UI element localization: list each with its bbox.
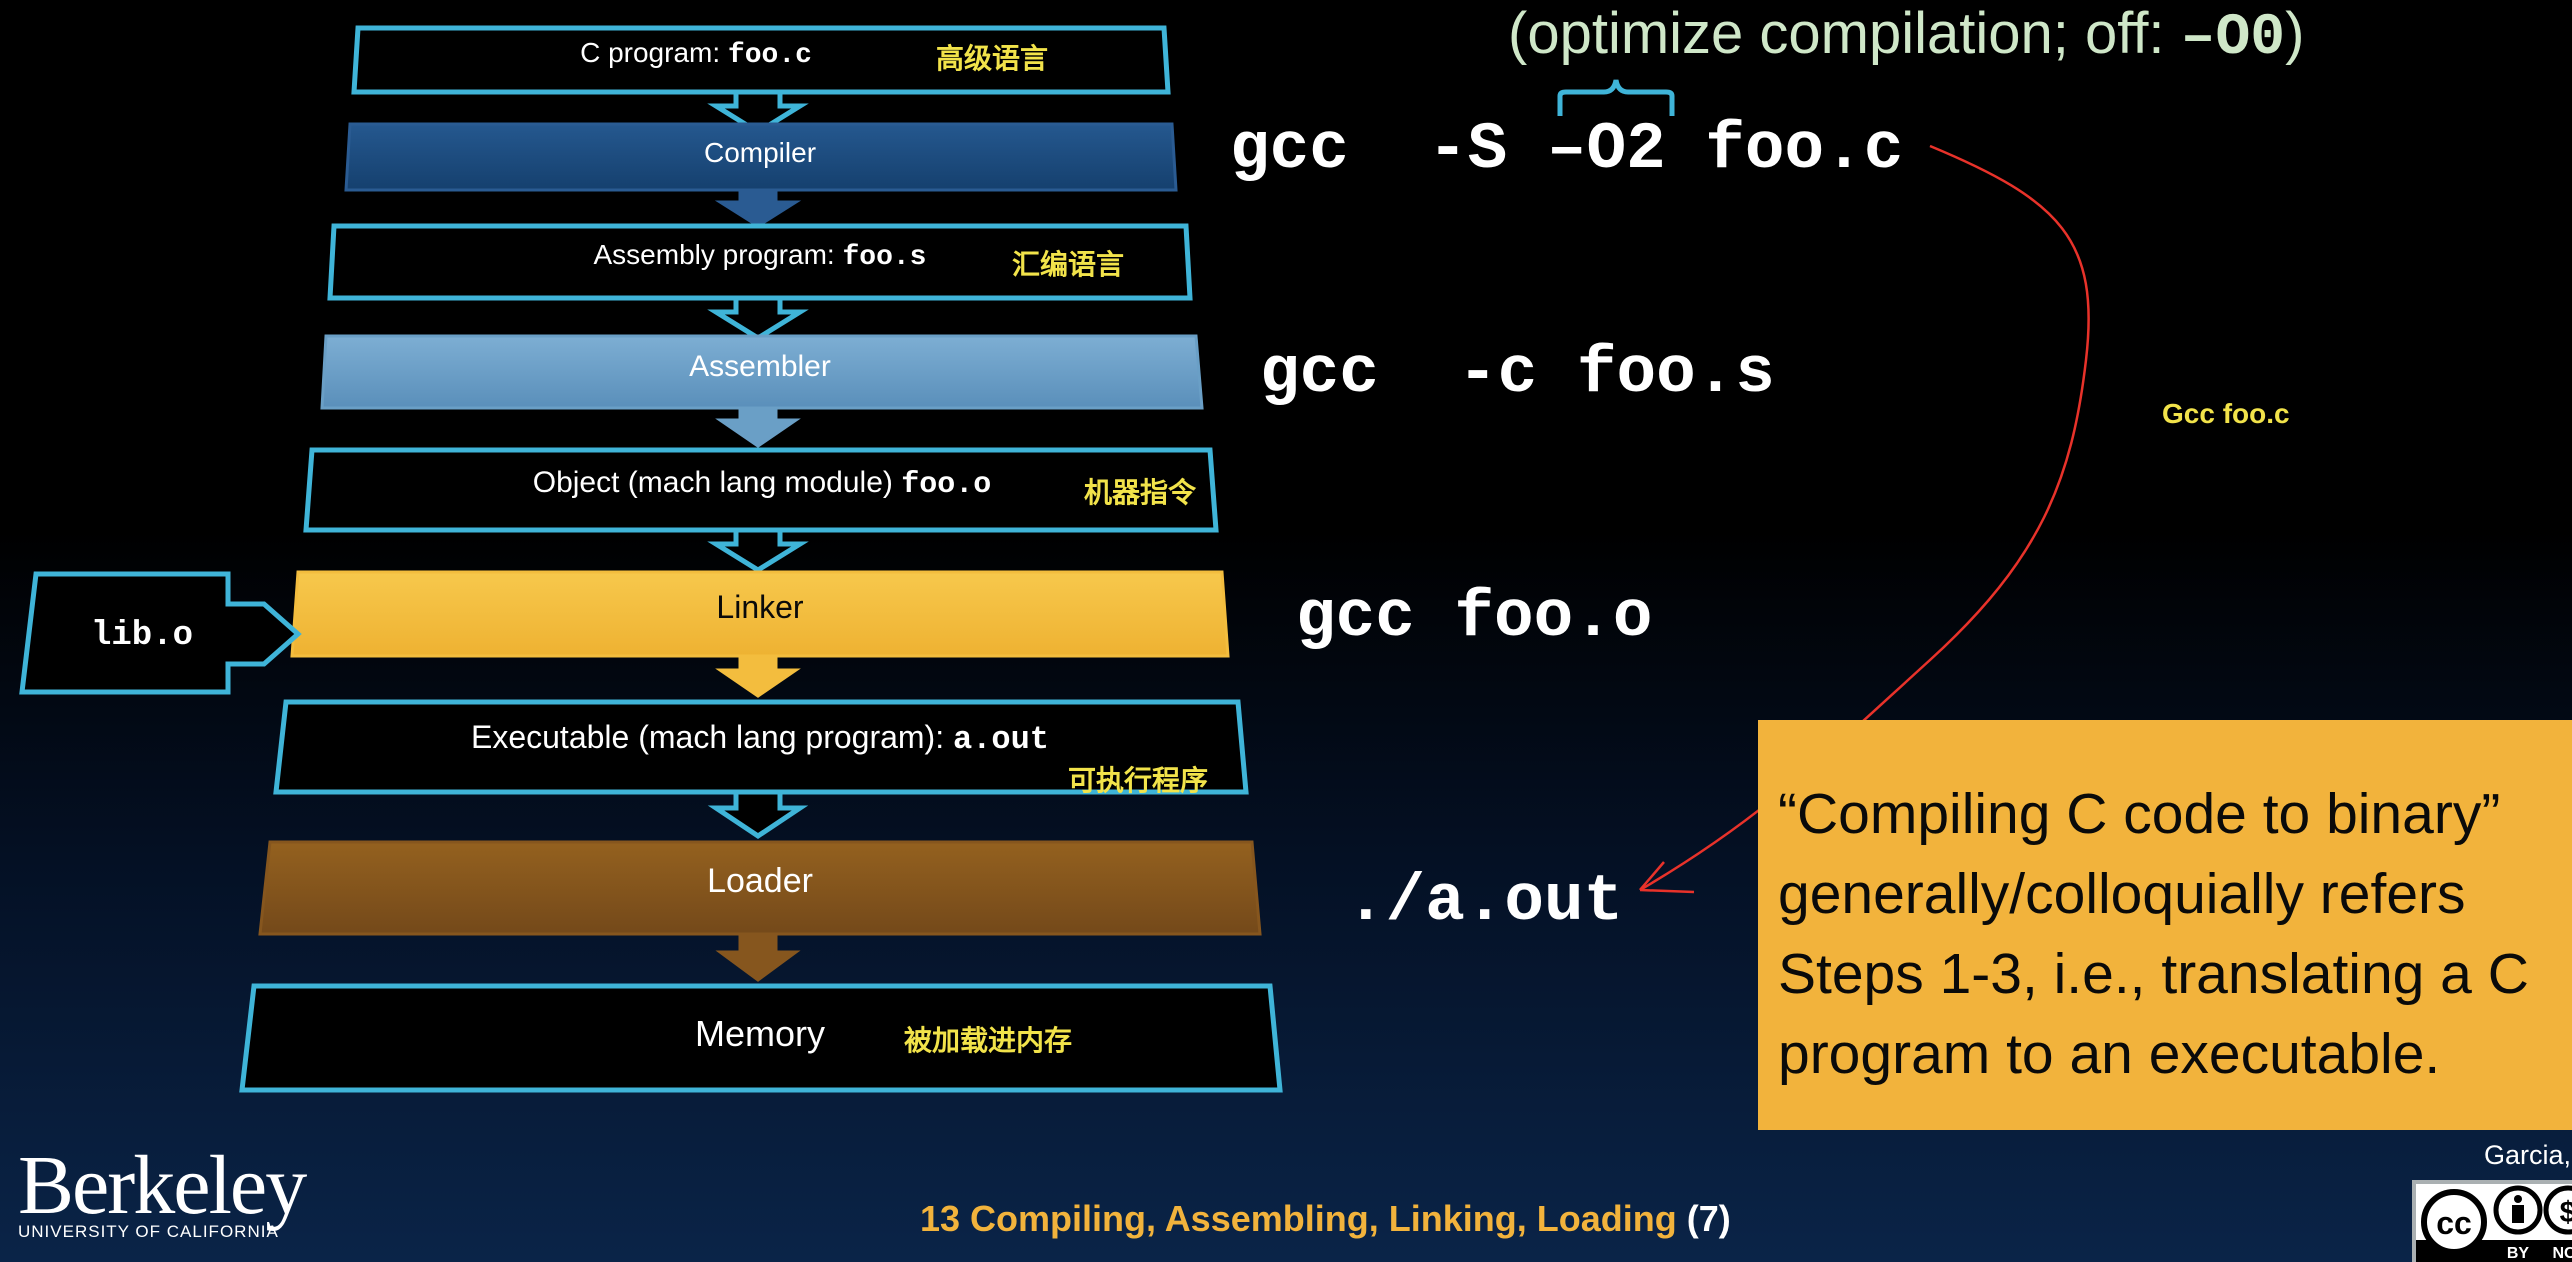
- c-program-note: 高级语言: [936, 43, 1048, 74]
- down-arrow: [707, 295, 809, 341]
- cc-license-badge: cc $ BY NC: [2412, 1180, 2572, 1262]
- red-arrowhead: [1639, 861, 1695, 894]
- object-note: 机器指令: [1084, 476, 1197, 508]
- library-label: lib.o: [91, 617, 193, 655]
- author-name: Garcia,: [2484, 1140, 2572, 1170]
- down-arrow: [715, 932, 801, 982]
- executable-box: [273, 699, 1249, 795]
- cc-icon: [2421, 1189, 2487, 1255]
- optimize-bracket: [1557, 79, 1675, 116]
- assembler-box: [320, 334, 1204, 410]
- callout-line: “Compiling C code to binary”: [1778, 782, 2501, 846]
- loader-label: Loader: [707, 862, 813, 900]
- svg-text:$: $: [2560, 1196, 2572, 1229]
- c-program-label: C program: foo.c: [580, 37, 812, 71]
- down-arrow: [715, 652, 801, 698]
- cc-by-label: BY: [2507, 1245, 2530, 1262]
- run-command: ./a.out: [1346, 864, 1624, 939]
- compiler-box: [344, 122, 1178, 192]
- optimize-note: (optimize compilation; off: –O0): [1508, 1, 2305, 71]
- down-arrow: [715, 404, 801, 448]
- memory-box: [239, 983, 1283, 1093]
- cc-nc-label: NC: [2552, 1245, 2572, 1262]
- executable-label: Executable (mach lang program): a.out: [471, 719, 1049, 758]
- assembly-program-note: 汇编语言: [1012, 248, 1124, 280]
- memory-label: Memory: [695, 1013, 825, 1054]
- assembler-label: Assembler: [689, 350, 831, 383]
- loader-box: [258, 840, 1262, 936]
- callout-line: generally/colloquially refers: [1778, 862, 2466, 926]
- berkeley-wordmark: Berkeley: [18, 1139, 307, 1232]
- berkeley-subtitle: UNIVERSITY OF CALIFORNIA: [18, 1222, 279, 1241]
- memory-note: 被加载进内存: [904, 1024, 1072, 1056]
- object-label: Object (mach lang module) foo.o: [533, 466, 992, 502]
- link-command: gcc foo.o: [1296, 580, 1653, 655]
- gcc-annotation: Gcc foo.c: [2162, 398, 2290, 429]
- linker-label: Linker: [716, 589, 804, 625]
- c-program-box: [351, 25, 1171, 95]
- object-box: [303, 447, 1219, 533]
- callout-line: Steps 1-3, i.e., translating a C: [1778, 942, 2529, 1006]
- berkeley-logo: Berkeley UNIVERSITY OF CALIFORNIA: [18, 1139, 307, 1242]
- callout-line: program to an executable.: [1778, 1022, 2441, 1086]
- lib-arrow: [19, 571, 302, 695]
- down-arrow: [714, 184, 802, 228]
- svg-text:cc: cc: [2436, 1205, 2472, 1241]
- compile-command: gcc -S –O2 foo.c: [1230, 112, 1904, 187]
- down-arrow: [707, 527, 809, 573]
- noncommercial-icon: [2543, 1185, 2572, 1235]
- executable-note: 可执行程序: [1068, 764, 1208, 796]
- compiler-label: Compiler: [704, 137, 816, 168]
- callout-box: “Compiling C code to binary” generally/c…: [1758, 720, 2572, 1130]
- assemble-command: gcc -c foo.s: [1260, 336, 1775, 411]
- down-arrow: [707, 789, 809, 840]
- assembly-program-label: Assembly program: foo.s: [594, 239, 927, 273]
- slide-footer: 13 Compiling, Assembling, Linking, Loadi…: [920, 1198, 1731, 1239]
- assembly-program-box: [327, 223, 1193, 301]
